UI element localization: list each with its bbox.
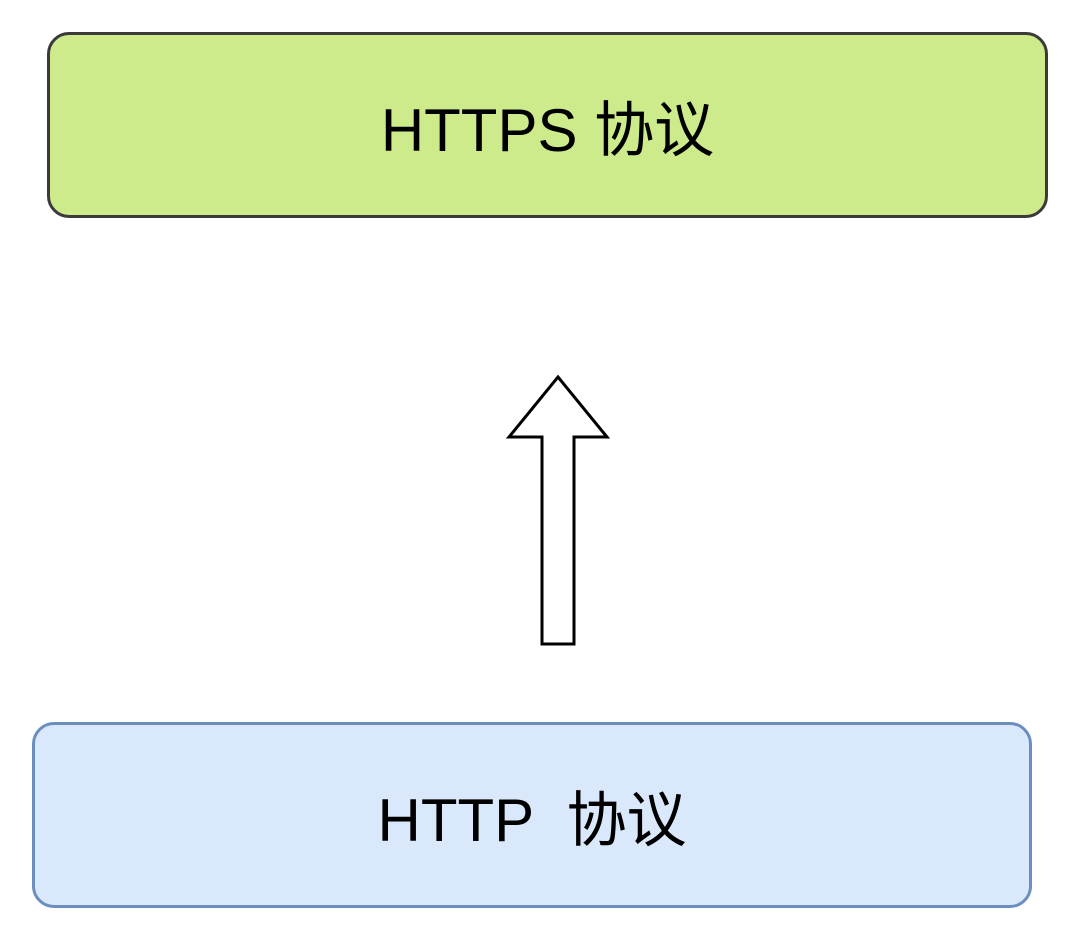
http-protocol-box: HTTP 协议: [32, 722, 1032, 908]
http-protocol-label: HTTP 协议: [377, 786, 687, 854]
https-protocol-label: HTTPS 协议: [380, 96, 715, 164]
hollow-up-arrow-shape: [505, 374, 611, 646]
https-protocol-box: HTTPS 协议: [47, 32, 1048, 218]
